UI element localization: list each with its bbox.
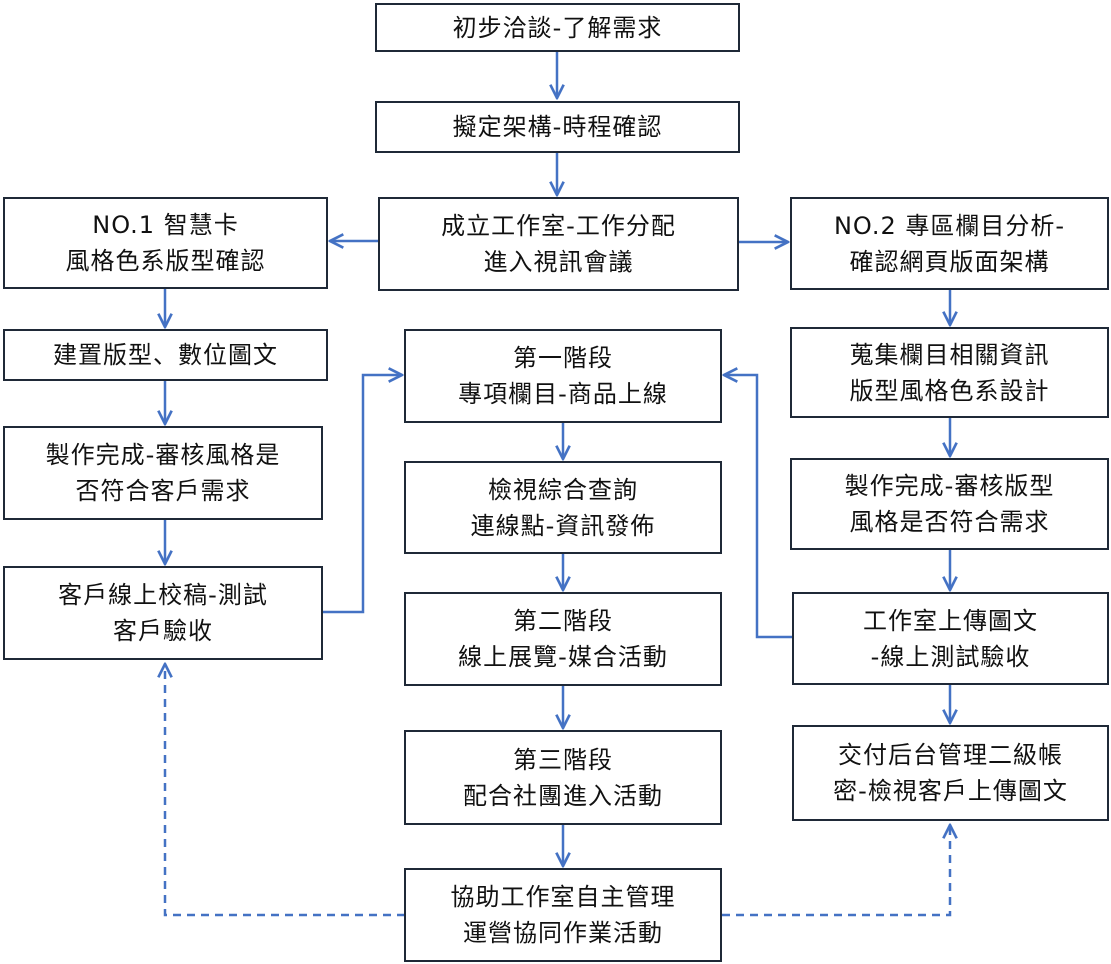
step-phase-two: 第二階段 線上展覽-媒合活動 (404, 592, 722, 686)
step-text-line: 風格色系版型確認 (65, 247, 266, 275)
step-right-review: 製作完成-審核版型 風格是否符合需求 (790, 458, 1109, 550)
step-text-line: 版型風格色系設計 (849, 376, 1050, 405)
step-build-layout: 建置版型、數位圖文 (3, 329, 328, 381)
step-left-review: 製作完成-審核風格是 否符合客戶需求 (3, 426, 323, 520)
step-text-line: 第一階段 (513, 344, 613, 372)
step-text-line: 交付后台管理二級帳 (838, 741, 1063, 769)
step-text-line: 擬定架構-時程確認 (452, 113, 663, 141)
step-text-line: 建置版型、數位圖文 (53, 341, 278, 369)
step-text-line: NO.1 智慧卡 (92, 211, 239, 239)
step-collect-info: 蒐集欄目相關資訊 版型風格色系設計 (790, 327, 1109, 418)
step-text-line: 製作完成-審核版型 (844, 472, 1055, 500)
arrow-r4-c1 (724, 375, 792, 639)
step-no2-section-analysis: NO.2 專區欄目分析- 確認網頁版面架構 (790, 197, 1109, 290)
step-setup-studio: 成立工作室-工作分配 進入視訊會議 (378, 197, 739, 291)
step-text-line: 連線點-資訊發佈 (470, 511, 656, 540)
step-text-line: 初步洽談-了解需求 (452, 13, 663, 42)
step-text-line: 成立工作室-工作分配 (441, 212, 676, 240)
step-text-line: 工作室上傳圖文 (863, 606, 1038, 635)
step-text-line: 進入視訊會議 (483, 248, 634, 276)
step-text-line: 風格是否符合需求 (849, 508, 1050, 536)
step-text-line: -線上測試驗收 (870, 642, 1031, 671)
step-text-line: 客戶線上校稿-測試 (58, 581, 268, 609)
step-text-line: 確認網頁版面架構 (849, 247, 1050, 276)
step-text-line: 第三階段 (513, 745, 613, 774)
step-text-line: 運營協同作業活動 (463, 919, 663, 947)
step-text-line: NO.2 專區欄目分析- (833, 211, 1066, 240)
dashed-arrow-c5-r5 (722, 825, 950, 917)
arrow-l4-c1 (323, 375, 402, 614)
step-text-line: 蒐集欄目相關資訊 (849, 340, 1050, 369)
step-text-line: 否符合客戶需求 (75, 477, 251, 505)
step-phase-one: 第一階段 專項欄目-商品上線 (404, 329, 722, 423)
step-text-line: 配合社團進入活動 (463, 781, 663, 810)
step-text-line: 第二階段 (513, 607, 613, 635)
step-text-line: 線上展覽-媒合活動 (458, 643, 668, 671)
step-initial-discussion: 初步洽談-了解需求 (375, 3, 740, 52)
step-assist-management: 協助工作室自主管理 運營協同作業活動 (404, 868, 722, 962)
step-define-architecture: 擬定架構-時程確認 (375, 101, 740, 153)
step-text-line: 協助工作室自主管理 (450, 883, 676, 911)
dashed-arrow-c5-l4 (165, 664, 405, 917)
step-text-line: 檢視綜合查詢 (488, 475, 638, 504)
step-deliver-backend: 交付后台管理二級帳 密-檢視客戶上傳圖文 (792, 725, 1109, 821)
step-text-line: 專項欄目-商品上線 (458, 380, 668, 408)
step-no1-smart-card: NO.1 智慧卡 風格色系版型確認 (3, 197, 328, 289)
step-text-line: 客戶驗收 (113, 617, 213, 645)
step-client-proofing: 客戶線上校稿-測試 客戶驗收 (3, 566, 323, 660)
step-studio-upload: 工作室上傳圖文 -線上測試驗收 (792, 592, 1109, 685)
step-text-line: 密-檢視客戶上傳圖文 (833, 777, 1068, 805)
step-text-line: 製作完成-審核風格是 (45, 441, 281, 469)
step-phase-three: 第三階段 配合社團進入活動 (404, 730, 722, 825)
step-view-query: 檢視綜合查詢 連線點-資訊發佈 (404, 461, 722, 554)
